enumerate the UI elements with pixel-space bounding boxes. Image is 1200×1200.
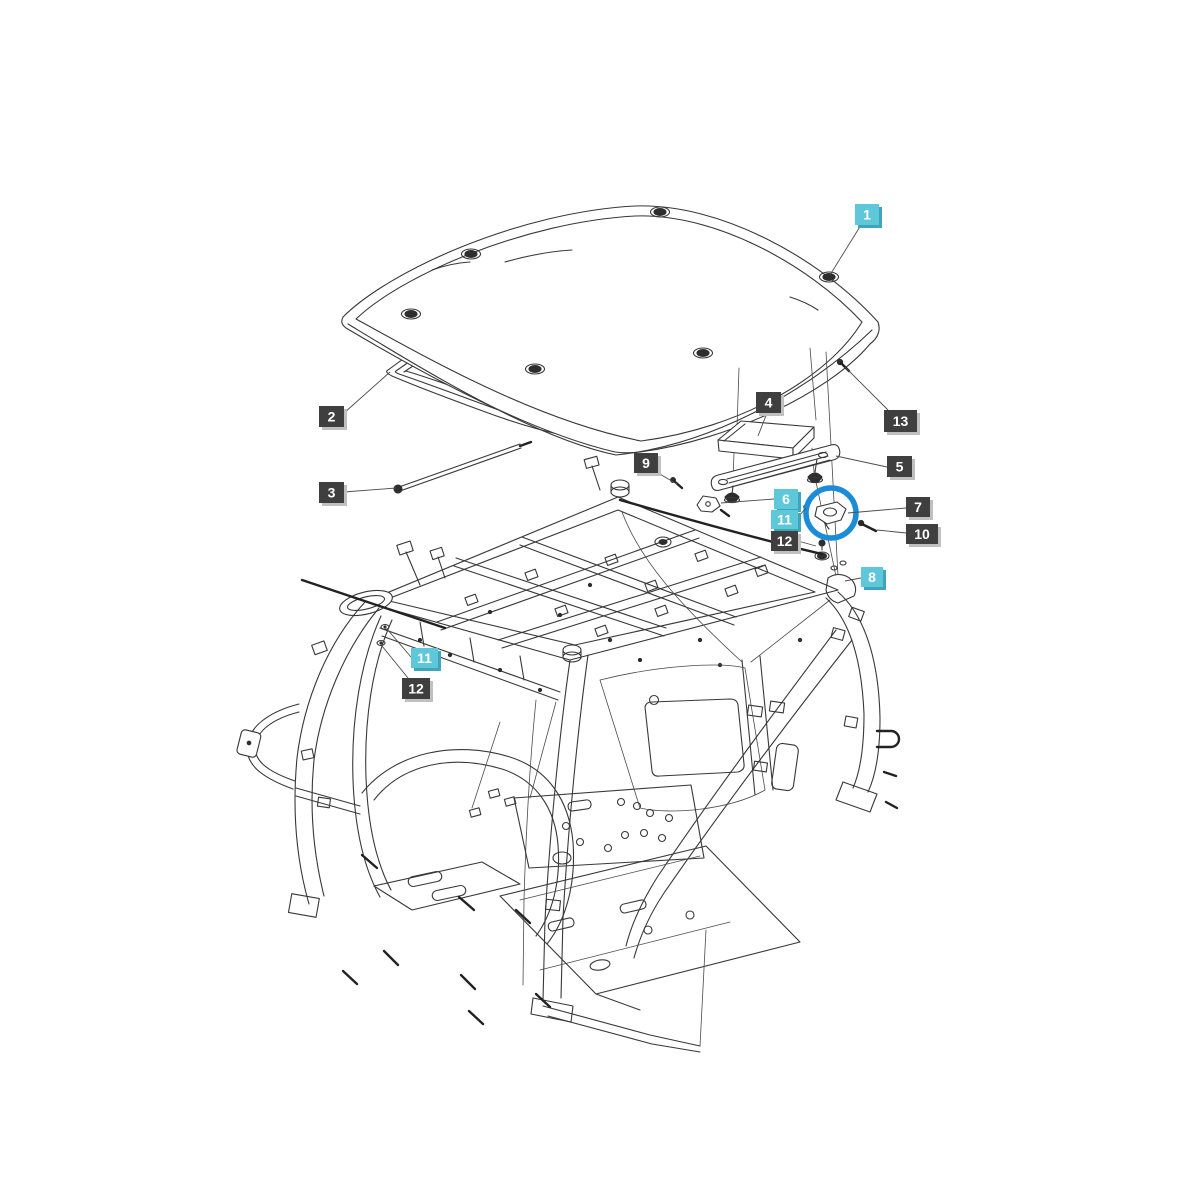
callout-11-left-box bbox=[411, 648, 438, 668]
callout-12-right-number: 12 bbox=[777, 533, 793, 549]
highlight-circle bbox=[803, 485, 859, 541]
callout-3-box bbox=[319, 482, 344, 503]
callout-7-leader bbox=[847, 507, 907, 514]
callout-13-leader bbox=[844, 366, 889, 411]
latch-7 bbox=[803, 501, 847, 530]
callout-11-left-number: 11 bbox=[417, 650, 432, 666]
screw-10 bbox=[857, 519, 878, 533]
callout-6-leader bbox=[720, 498, 775, 504]
callout-4-number: 4 bbox=[765, 395, 773, 411]
callout-13[interactable]: 13 bbox=[884, 410, 920, 435]
callout-5-leader bbox=[835, 455, 888, 468]
callout-1[interactable]: 1 bbox=[855, 204, 882, 228]
callout-8[interactable]: 8 bbox=[861, 567, 886, 590]
callout-2-number: 2 bbox=[328, 409, 336, 425]
callout-13-box bbox=[884, 410, 917, 432]
bolt-11 bbox=[818, 539, 826, 551]
roof-fastener bbox=[400, 206, 840, 375]
left-side-frame bbox=[236, 601, 575, 945]
callout-3-number: 3 bbox=[328, 485, 336, 501]
callout-12-left-leader bbox=[381, 645, 409, 679]
callout-6-box bbox=[774, 489, 798, 509]
callout-8-box bbox=[861, 567, 883, 587]
hanger-bolt-right bbox=[806, 458, 824, 484]
callout-12-left[interactable]: 12 bbox=[402, 678, 433, 702]
callout-12-left-box bbox=[402, 678, 430, 699]
antenna-rod bbox=[393, 440, 533, 494]
callout-9-leader bbox=[657, 472, 678, 485]
floor-and-platform bbox=[341, 701, 801, 1053]
callout-1-number: 1 bbox=[863, 207, 871, 223]
callout-13-number: 13 bbox=[893, 413, 909, 429]
callout-12-right[interactable]: 12 bbox=[771, 531, 801, 554]
callout-5-number: 5 bbox=[896, 459, 904, 475]
callout-9[interactable]: 9 bbox=[634, 453, 661, 476]
callout-12-right-box bbox=[771, 531, 798, 551]
callout-12-left-number: 12 bbox=[408, 681, 424, 697]
bracket-6 bbox=[696, 495, 731, 518]
callout-11-right-number: 11 bbox=[777, 512, 792, 528]
callout-10[interactable]: 10 bbox=[906, 524, 941, 547]
cab-frame bbox=[236, 455, 901, 1053]
roof-panel bbox=[341, 205, 880, 456]
callout-2-leader bbox=[343, 371, 391, 414]
callout-5-box bbox=[887, 456, 912, 477]
callout-11-left-leader bbox=[386, 628, 412, 658]
door-and-windows bbox=[599, 664, 799, 812]
callout-6[interactable]: 6 bbox=[774, 489, 801, 512]
callout-8-number: 8 bbox=[868, 569, 876, 585]
callout-3[interactable]: 3 bbox=[319, 482, 347, 506]
washer-12-left bbox=[376, 640, 386, 646]
callout-11-right-box bbox=[771, 510, 798, 529]
callout-3-leader bbox=[343, 487, 397, 493]
callout-11-right[interactable]: 11 bbox=[771, 510, 801, 532]
screw-9 bbox=[670, 477, 684, 490]
lamp-mounting-plate bbox=[710, 444, 841, 504]
callout-4[interactable]: 4 bbox=[756, 392, 784, 416]
callout-7[interactable]: 7 bbox=[906, 497, 933, 520]
callout-4-leader bbox=[757, 412, 768, 437]
corner-bracket-8 bbox=[825, 560, 857, 604]
callout-2-box bbox=[319, 406, 344, 427]
callout-6-number: 6 bbox=[782, 491, 790, 507]
callout-9-box bbox=[634, 453, 658, 473]
callout-1-leader bbox=[829, 224, 862, 276]
callout-1-box bbox=[855, 204, 879, 225]
callout-7-box bbox=[906, 497, 930, 517]
leader-lines bbox=[343, 224, 907, 679]
callout-11-left[interactable]: 11 bbox=[411, 648, 441, 671]
callout-10-leader bbox=[876, 529, 907, 534]
callout-8-leader bbox=[844, 577, 862, 582]
roof-frame bbox=[300, 455, 839, 701]
callout-5[interactable]: 5 bbox=[887, 456, 915, 480]
callout-10-box bbox=[906, 524, 938, 544]
interior-lamp bbox=[717, 420, 815, 460]
callout-10-number: 10 bbox=[914, 526, 930, 542]
callout-7-number: 7 bbox=[914, 499, 922, 515]
center-pillars bbox=[522, 511, 831, 1023]
callout-9-number: 9 bbox=[642, 455, 650, 471]
callout-2[interactable]: 2 bbox=[319, 406, 347, 430]
callout-4-box bbox=[756, 392, 781, 413]
